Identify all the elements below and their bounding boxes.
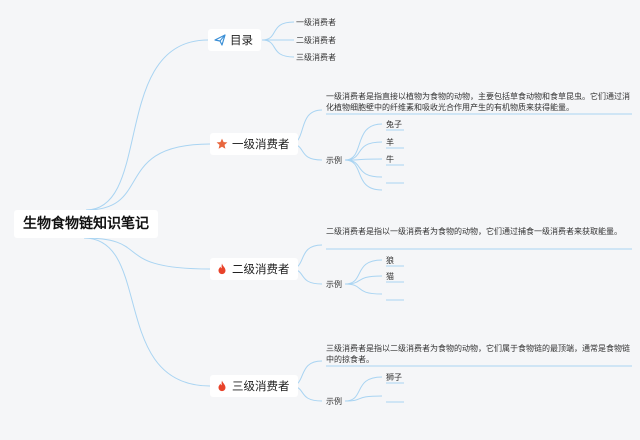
consumer-1-example[interactable]: 兔子	[386, 120, 402, 129]
branch-consumer-3-label: 三级消费者	[232, 379, 290, 393]
connector-consumer-3-example-item	[344, 376, 383, 402]
consumer-3-example-label[interactable]: 示例	[326, 397, 342, 406]
connector-toc-item	[261, 39, 295, 58]
consumer-2-example[interactable]: 狼	[386, 256, 394, 265]
consumer-2-example-label[interactable]: 示例	[326, 280, 342, 289]
consumer-3-description: 三级消费者是指以二级消费者为食物的动物，它们属于食物链的最顶端，通常是食物链中的…	[326, 344, 630, 364]
branch-consumer-2-label: 二级消费者	[232, 262, 290, 276]
consumer-1-description: 一级消费者是指直接以植物为食物的动物，主要包括草食动物和食草昆虫。它们通过消化植…	[326, 92, 630, 112]
consumer-2-example[interactable]: 猫	[386, 272, 394, 281]
paper-plane-icon	[214, 34, 226, 46]
branch-toc[interactable]: 目录	[208, 29, 261, 51]
toc-item[interactable]: 一级消费者	[296, 18, 336, 27]
branch-consumer-1-label: 一级消费者	[232, 137, 290, 151]
toc-item[interactable]: 三级消费者	[296, 53, 336, 62]
star-icon	[216, 138, 228, 150]
fire-icon	[216, 380, 228, 392]
toc-item[interactable]: 二级消费者	[296, 36, 336, 45]
connector-consumer-1-example-item	[344, 159, 383, 178]
connector-consumer-1-example-item	[344, 159, 383, 191]
connector-root-consumer-1	[85, 143, 211, 211]
connector-root-consumer-3	[83, 237, 211, 387]
fire-icon	[216, 263, 228, 275]
connector-consumer-2-example-item	[344, 283, 383, 295]
branch-toc-label: 目录	[230, 33, 253, 47]
consumer-3-example[interactable]: 狮子	[386, 373, 402, 382]
branch-consumer-2[interactable]: 二级消费者	[210, 258, 298, 280]
branch-consumer-3[interactable]: 三级消费者	[210, 375, 298, 397]
connector-consumer-3-example-item	[344, 395, 383, 402]
consumer-1-example[interactable]: 牛	[386, 155, 394, 164]
consumer-1-example-label[interactable]: 示例	[326, 156, 342, 165]
connector-root-consumer-2	[83, 237, 211, 270]
connector-consumer-1-example-item	[344, 141, 383, 161]
connector-consumer-2-example-item	[344, 259, 383, 285]
connector-root-toc	[85, 39, 209, 211]
connector-toc-item	[261, 21, 295, 41]
consumer-2-description: 二级消费者是指以一级消费者为食物的动物，它们通过捕食一级消费者来获取能量。	[326, 227, 622, 236]
root-title: 生物食物链知识笔记	[23, 216, 149, 232]
consumer-1-example[interactable]: 羊	[386, 138, 394, 147]
branch-consumer-1[interactable]: 一级消费者	[210, 133, 298, 155]
root-node[interactable]: 生物食物链知识笔记	[14, 210, 158, 238]
